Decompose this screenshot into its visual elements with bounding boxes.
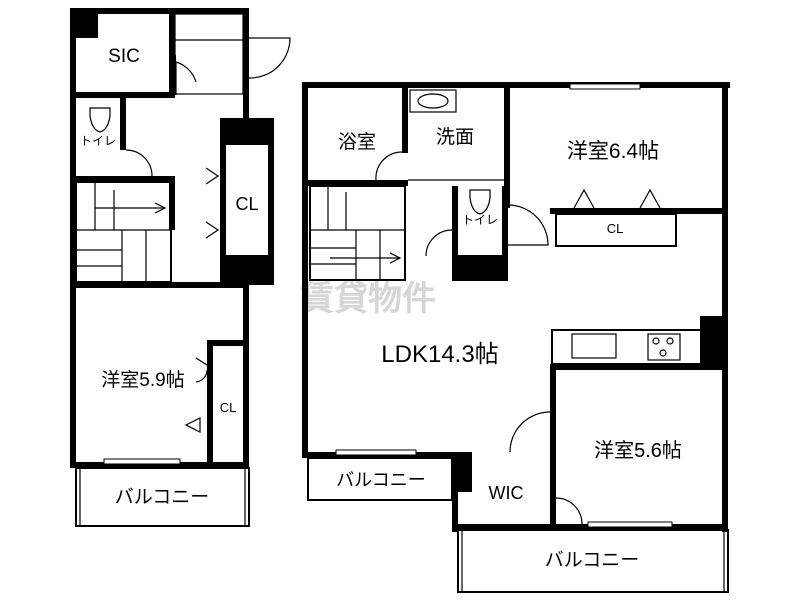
toilet-fixture-icon [89,107,111,133]
sic-door-jamb [170,55,176,95]
room-closet-label: CL [220,400,237,415]
cooktop [647,333,681,361]
room-b-label: 洋室5.6帖 [594,439,682,462]
closet-a-label: CL [607,221,624,236]
wash-basin [409,89,457,113]
sic-south-wall [70,92,175,98]
entrance-hall [174,13,244,95]
closet-a-box [555,213,677,247]
bath-door-swing [375,151,403,181]
burner-icon-a [652,337,660,345]
right-balcony-b [457,529,729,593]
closet-door-icon-a [205,167,220,185]
room-closet-north-wall [207,340,247,346]
room-window [103,458,181,465]
room-b-door-swing [509,411,551,453]
room-a-label: 洋室6.4帖 [567,140,659,163]
left-floor-north-wall-b [165,8,248,14]
room-a-door-swing [507,204,549,246]
room-door-swing [195,369,208,383]
closet-a-door-icon-a [573,188,595,209]
left-floor-east-wall-upper [243,8,249,118]
right-toilet-south-block [452,255,508,281]
closet-door-icon-b [205,221,220,239]
closet-main-inner [226,145,268,255]
right-toilet-label: トイレ [462,213,498,227]
left-toilet-label: トイレ [80,134,116,148]
room-closet-door-a [195,357,208,366]
bath-south-wall [308,180,408,186]
closet-a-north-wall [550,208,728,214]
entrance-door-swing [248,37,291,79]
room-a-window [569,83,641,90]
right-floor-east-wall [722,82,728,532]
room-a-west-wall [504,88,510,208]
left-balcony-label: バルコニー [115,487,210,508]
room-b-west-wall [550,364,556,529]
bath-label: 浴室 [338,131,376,153]
left-stair-treads [76,182,171,282]
ldk-label: LDK14.3帖 [381,341,498,368]
sic-label: SIC [108,46,140,67]
right-toilet-west-wall [452,186,458,281]
right-stair-arrow-icon [389,252,402,264]
left-floor-east-wall-lower [243,285,249,468]
burner-icon-c [659,349,667,357]
left-floor-west-wall [70,8,76,468]
right-balcony-a [307,457,453,501]
right-floor: 浴室 洗面 トイレ 洋室6.4帖 CL LDK14.3帖 洋室5.6帖 WIC … [302,82,730,593]
sic-door-swing [175,61,197,95]
washroom-label: 洗面 [436,126,474,148]
ldk-window [335,449,417,456]
right-floor-west-wall [302,82,308,458]
kitchen-sink [571,333,617,359]
right-stair-treads [310,186,405,280]
right-stairs [309,185,406,281]
right-toilet-fixture-icon [469,189,491,215]
room-b-window [587,521,673,528]
watermark-text: 賃貸物件 [299,280,436,318]
left-balcony [75,467,250,527]
wic-pillar [452,452,472,492]
left-floor-north-wall-a [70,8,170,14]
balcony-a-label: バルコニー [336,470,426,490]
wash-basin-bowl-icon [417,93,449,109]
burner-icon-b [666,337,674,345]
left-room-label: 洋室5.9帖 [101,369,184,391]
stair-wall [169,180,175,230]
room-b-north-wall [550,364,728,370]
closet-a-door-icon-b [639,188,661,209]
wic-door-swing [555,497,583,525]
left-pillar [70,8,98,38]
right-toilet-east-wall [502,186,508,281]
room-closet-west-wall [207,340,213,468]
closet-main-label: CL [235,194,258,214]
sic-east-wall [169,8,175,98]
right-toilet-door-swing [425,229,453,257]
right-floor-north-wall [302,82,730,88]
toilet-door-swing [125,149,153,177]
left-floor: CL CL SIC トイレ 洋室5.9帖 バルコニー [70,8,291,527]
room-north-wall [70,282,249,288]
wic-label: WIC [489,483,524,503]
balcony-b-label: バルコニー [545,550,640,571]
kitchen-pillar [700,316,728,366]
left-stairs [75,181,172,283]
room-closet-door-icon [184,417,201,433]
left-floor-south-wall [70,462,249,468]
toilet-east-wall [120,98,126,150]
bath-east-wall [402,88,408,153]
left-stair-arrow-icon [154,202,167,214]
toilet-south-wall [70,176,175,182]
